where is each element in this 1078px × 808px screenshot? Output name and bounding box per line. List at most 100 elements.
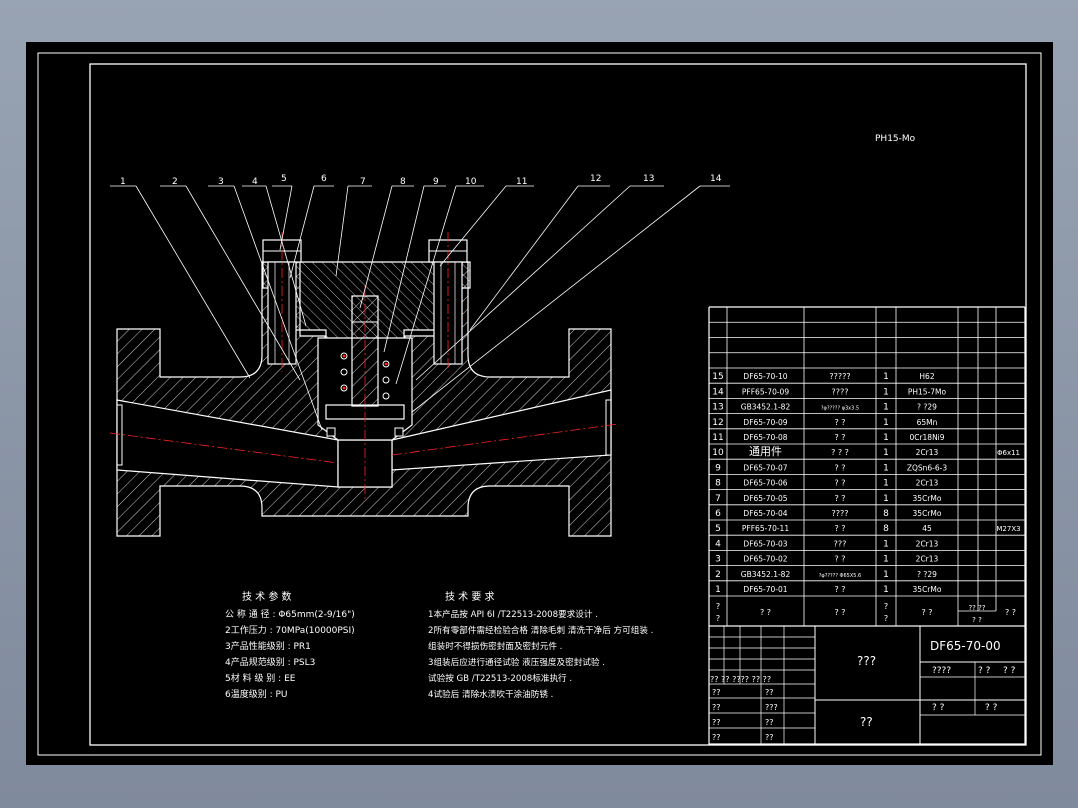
bom-cell-code: DF65-70-03: [743, 539, 787, 548]
bom-cell-qty: 1: [883, 403, 889, 413]
bom-cell-qty: 1: [883, 387, 889, 397]
title-block-cell: ? ?: [1003, 666, 1016, 676]
bom-cell-name: ????: [832, 387, 849, 396]
bom-cell-material: ? ?29: [917, 570, 937, 579]
sign-row: ??: [712, 733, 721, 742]
bom-cell-no: 1: [715, 585, 721, 595]
bom-cell-note: M27X3: [996, 525, 1020, 533]
bom-cell-qty: 1: [883, 585, 889, 595]
bom-cell-qty: 1: [883, 479, 889, 489]
bom-cell-code: DF65-70-04: [743, 509, 787, 518]
title-block-cell: ????: [932, 666, 951, 676]
tech-params-line: 5材 料 级 别 : EE: [225, 672, 296, 684]
outer-frame: [37, 52, 1042, 756]
tech-req-line: 2所有零部件需经检验合格 清除毛刺 清洗干净后 方可组装 .: [428, 624, 653, 636]
bom-cell-no: 3: [715, 555, 721, 565]
bom-cell-name: ? ?: [834, 463, 845, 472]
bom-header-note: ? ?: [1005, 608, 1016, 617]
bom-cell-material: 65Mn: [917, 418, 938, 427]
bom-cell-name: ? ?: [834, 524, 845, 533]
bom-cell-material: 0Cr18Ni9: [909, 433, 944, 442]
bom-cell-no: 2: [715, 570, 721, 580]
centerline-outlet: [391, 423, 619, 456]
bom-cell-no: 12: [712, 418, 723, 428]
title-block-cell: ? ?: [932, 703, 945, 713]
tech-params-line: 2工作压力 : 70MPa(10000PSI): [225, 624, 355, 636]
bom-cell-material: PH15-7Mo: [908, 387, 947, 396]
bom-cell-no: 14: [712, 387, 724, 397]
sign-row: ??: [712, 688, 721, 697]
title-block-cell: ? ?: [985, 703, 998, 713]
bom-header-name: ? ?: [834, 608, 845, 617]
bom-cell-material: 2Cr13: [916, 555, 939, 564]
bom-cell-name: ? ?: [834, 494, 845, 503]
balloon-2: 2: [172, 177, 178, 187]
balloon-13: 13: [643, 174, 654, 184]
leader-lines: [110, 185, 730, 431]
bom-cell-code: 通用件: [749, 445, 782, 458]
bom-cell-name: ?φ????? φ3x3.5: [821, 406, 859, 412]
bom-cell-name: ???: [834, 539, 847, 548]
tech-req-line: 1本产品按 API 6I /T22513-2008要求设计 .: [428, 608, 598, 620]
sign-row: ??: [765, 718, 774, 727]
bom-header-weight: ?? ??: [968, 604, 985, 612]
bom-cell-qty: 1: [883, 433, 889, 443]
spring: [340, 352, 390, 400]
tech-params-line: 公 称 通 径 : Φ65mm(2-9/16"): [225, 608, 355, 620]
bom-cell-no: 7: [715, 494, 721, 504]
balloon-4: 4: [252, 177, 258, 187]
drawing-number: DF65-70-00: [930, 639, 1001, 653]
tech-req-line: 4试验后 清除水渍吹干涂油防锈 .: [428, 688, 553, 700]
valve-stem: [351, 295, 379, 407]
tech-params-title: 技 术 参 数: [242, 590, 292, 603]
bom-cell-code: PFF65-70-09: [742, 387, 789, 396]
tech-params-line: 4产品规范级别 : PSL3: [225, 656, 315, 668]
bom-cell-no: 4: [715, 539, 721, 549]
balloon-11: 11: [516, 177, 527, 187]
tech-requirements: 技 术 要 求 1本产品按 API 6I /T22513-2008要求设计 . …: [428, 590, 653, 700]
balloon-10: 10: [465, 177, 477, 187]
bom-cell-qty: 8: [883, 524, 889, 534]
tech-req-title: 技 术 要 求: [445, 590, 495, 603]
bom-cell-qty: 8: [883, 509, 889, 519]
title-block-org: ??: [860, 715, 873, 729]
sign-row: ???: [765, 703, 778, 712]
balloon-12: 12: [590, 174, 601, 184]
sign-row: ?? ?? ???? ?? ??: [710, 675, 771, 684]
tech-params-line: 6温度级别 : PU: [225, 688, 288, 700]
bom-cell-code: DF65-70-05: [743, 494, 787, 503]
bom-cell-code: DF65-70-09: [743, 418, 787, 427]
bom-cell-name: ? ?: [834, 433, 845, 442]
bom-cell-material: H62: [919, 372, 934, 381]
tech-req-line: 试验按 GB /T22513-2008标准执行 .: [428, 672, 572, 684]
sign-row: ??: [765, 733, 774, 742]
bom-cell-name: ????: [832, 509, 849, 518]
bom-cell-material: 2Cr13: [916, 539, 939, 548]
tech-req-line: 3组装后应进行通径试验 液压强度及密封试验 .: [428, 656, 605, 668]
bom-cell-qty: 1: [883, 448, 889, 458]
title-block: ?? ?? ???? ?? ?? ?? ?? ?? ??? ?? ?? ?? ?…: [708, 625, 1026, 745]
bom-cell-code: PFF65-70-11: [742, 524, 789, 533]
bom-header-qty: ?: [884, 602, 888, 611]
bom-cell-name: ? ?: [834, 418, 845, 427]
bom-cell-no: 6: [715, 509, 721, 519]
bom-cell-code: DF65-70-01: [743, 585, 787, 594]
bom-cell-material: 35CrMo: [913, 585, 942, 594]
bom-cell-material: ZQSn6-6-3: [907, 463, 948, 472]
bom-cell-qty: 1: [883, 463, 889, 473]
bom-cell-no: 10: [712, 448, 724, 458]
title-block-name: ???: [857, 654, 876, 668]
bom-cell-no: 11: [712, 433, 723, 443]
bom-cell-qty: 1: [883, 494, 889, 504]
bom-cell-material: 2Cr13: [916, 479, 939, 488]
bom-cell-name: ? ?: [834, 555, 845, 564]
bom-cell-material: 35CrMo: [913, 509, 942, 518]
balloon-3: 3: [218, 177, 224, 187]
bom-header-code: ? ?: [760, 608, 771, 617]
bom-cell-qty: 1: [883, 372, 889, 382]
bom-cell-no: 15: [712, 372, 723, 382]
balloon-labels: 1 2 3 4 5 6 7 8 9 10 11 12 13 14: [120, 174, 722, 187]
